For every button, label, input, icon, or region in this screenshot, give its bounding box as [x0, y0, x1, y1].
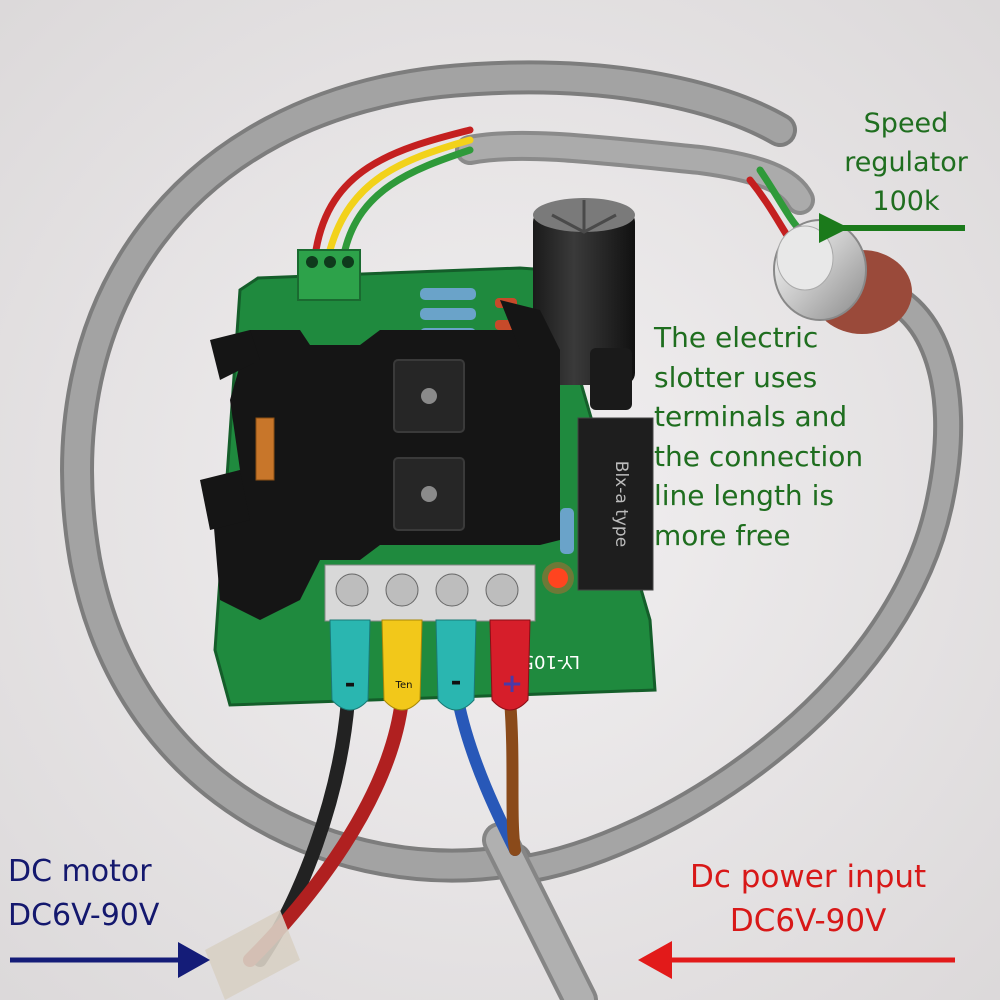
relay: [577, 417, 654, 591]
resistor-vertical: [560, 508, 574, 554]
arrow-left-power-icon: [638, 941, 955, 979]
description-label: The electric slotter uses terminals and …: [654, 321, 864, 552]
crimp-terminals: [329, 619, 531, 711]
dc-power-line-2: DC6V-90V: [729, 903, 887, 939]
speed-regulator-line-3: 100k: [872, 186, 940, 217]
pcb-board: Blx-a type LY-105: [200, 198, 657, 707]
dc-motor-label: DC motor DC6V-90V: [8, 850, 159, 938]
relay-marking: Blx-a type: [611, 461, 631, 547]
led: [548, 568, 568, 588]
terminal-mark-4: +: [501, 669, 523, 699]
screw-terminals: [324, 564, 536, 622]
heat-shrink-sleeve: [205, 910, 300, 1000]
terminal-mark-3: -: [451, 667, 462, 697]
terminal-mark-2: Ten: [395, 680, 413, 691]
speed-regulator-label: Speed regulator 100k: [836, 104, 976, 221]
capacitor: [533, 198, 635, 385]
cable-loop: [60, 60, 964, 1000]
fuse: [255, 417, 275, 481]
dc-motor-line-2: DC6V-90V: [8, 898, 160, 933]
speed-regulator-line-2: regulator: [844, 147, 968, 178]
potentiometer-knob: [773, 219, 912, 334]
small-capacitor: [590, 348, 632, 410]
arrow-right-icon: [10, 942, 210, 978]
terminal-mark-1: -: [345, 669, 356, 699]
dc-motor-line-1: DC motor: [8, 854, 152, 889]
dc-power-line-1: Dc power input: [690, 859, 927, 895]
board-marking: LY-105: [523, 651, 580, 672]
dc-power-input-label: Dc power input DC6V-90V: [690, 855, 926, 943]
speed-regulator-line-1: Speed: [863, 108, 949, 139]
heatsink: [200, 300, 560, 620]
